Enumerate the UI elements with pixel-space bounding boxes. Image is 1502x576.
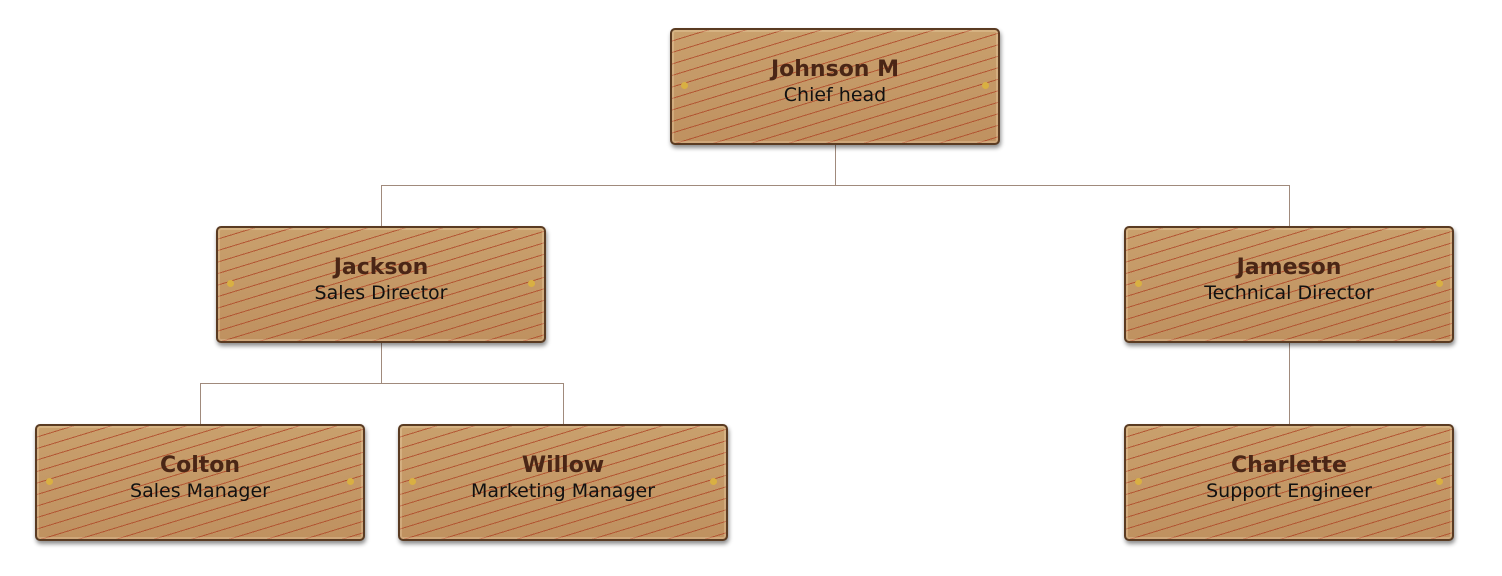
- node-title: Sales Manager: [130, 480, 270, 502]
- rivet-icon: [681, 82, 688, 89]
- connector-line: [381, 343, 382, 383]
- node-title: Sales Director: [314, 282, 448, 304]
- node-title: Chief head: [783, 84, 887, 106]
- connector-line: [381, 185, 1290, 186]
- connector-line: [200, 383, 564, 384]
- node-name: Willow: [521, 453, 605, 478]
- rivet-icon: [227, 280, 234, 287]
- node-title: Technical Director: [1204, 282, 1374, 304]
- org-node-colton[interactable]: Colton Sales Manager: [35, 424, 365, 541]
- rivet-icon: [347, 478, 354, 485]
- org-node-willow[interactable]: Willow Marketing Manager: [398, 424, 728, 541]
- connector-line: [563, 383, 564, 425]
- org-node-charlette[interactable]: Charlette Support Engineer: [1124, 424, 1454, 541]
- connector-line: [1289, 343, 1290, 425]
- node-name: Colton: [159, 453, 241, 478]
- node-name: Johnson M: [770, 57, 900, 82]
- connector-line: [381, 185, 382, 227]
- rivet-icon: [1436, 478, 1443, 485]
- rivet-icon: [1135, 280, 1142, 287]
- node-name: Charlette: [1231, 453, 1347, 478]
- rivet-icon: [982, 82, 989, 89]
- node-name: Jackson: [333, 255, 429, 280]
- connector-line: [200, 383, 201, 425]
- node-title: Support Engineer: [1206, 480, 1372, 502]
- rivet-icon: [46, 478, 53, 485]
- node-title: Marketing Manager: [470, 480, 656, 502]
- rivet-icon: [409, 478, 416, 485]
- org-node-johnson[interactable]: Johnson M Chief head: [670, 28, 1000, 145]
- rivet-icon: [528, 280, 535, 287]
- connector-line: [835, 145, 836, 185]
- connector-line: [1289, 185, 1290, 227]
- rivet-icon: [710, 478, 717, 485]
- org-node-jameson[interactable]: Jameson Technical Director: [1124, 226, 1454, 343]
- node-name: Jameson: [1236, 255, 1342, 280]
- rivet-icon: [1135, 478, 1142, 485]
- rivet-icon: [1436, 280, 1443, 287]
- org-node-jackson[interactable]: Jackson Sales Director: [216, 226, 546, 343]
